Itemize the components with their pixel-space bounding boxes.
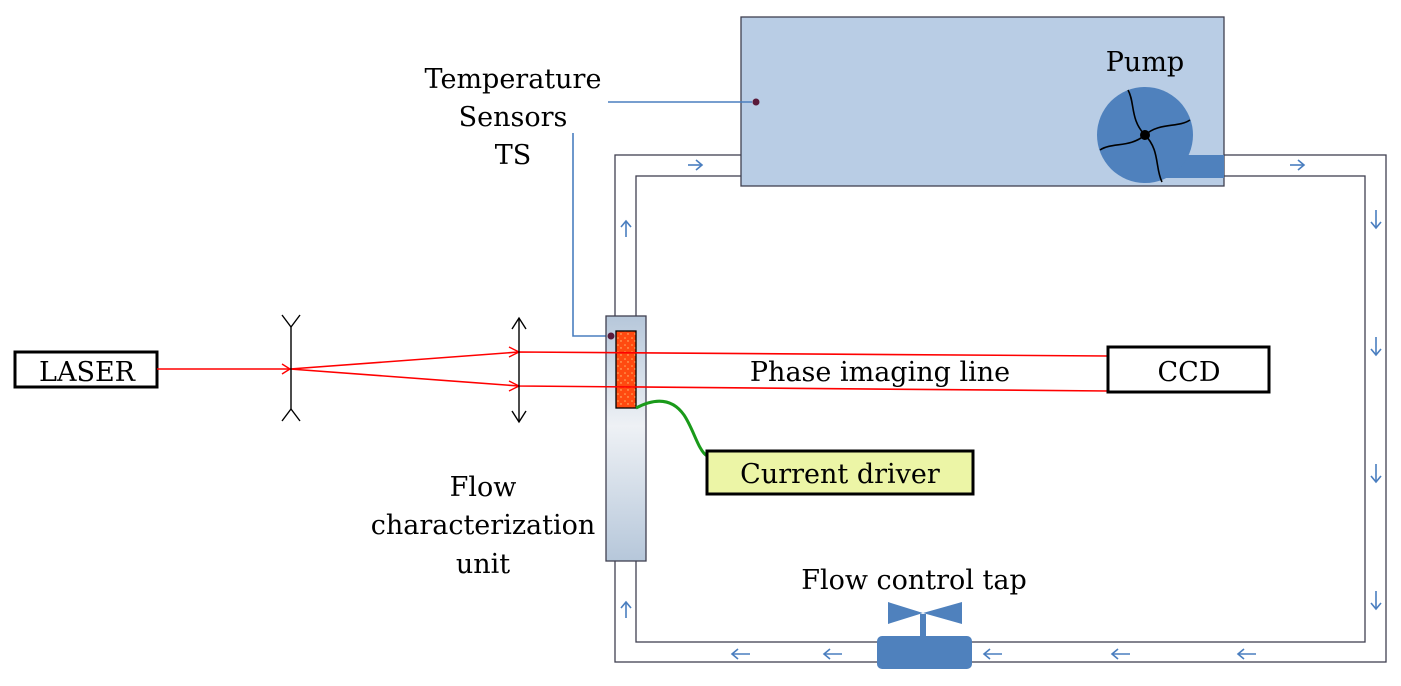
converging-lens-icon: [511, 316, 527, 424]
pump-label: Pump: [1106, 47, 1184, 78]
temperature-sensors-label-line2: Sensors: [459, 102, 568, 133]
current-driver-label: Current driver: [740, 459, 940, 490]
driver-wire: [635, 399, 708, 458]
heater-element: [615, 330, 637, 409]
pump-icon: [1097, 87, 1224, 183]
temperature-sensors-label-line1: Temperature: [425, 64, 602, 95]
phase-imaging-line-label: Phase imaging line: [750, 357, 1010, 388]
flow-arrow-right: [688, 159, 704, 171]
flow-unit-label-line2: characterization: [371, 510, 596, 541]
flow-arrow-down: [1370, 337, 1382, 357]
ccd-label: CCD: [1158, 357, 1221, 388]
beam-arrowheads: [281, 346, 521, 392]
flow-arrow-left: [982, 648, 1002, 660]
flow-control-tap-icon: [877, 602, 972, 669]
unit-temperature-sensor: [607, 332, 615, 340]
flow-arrow-down: [1370, 464, 1382, 484]
flow-unit-label-line1: Flow: [450, 472, 517, 503]
flow-arrow-down: [1370, 591, 1382, 611]
current-driver-box: [705, 449, 975, 496]
flow-arrow-left: [1236, 648, 1256, 660]
flow-arrow-up: [620, 219, 632, 237]
sensor-leader-unit: [572, 133, 608, 337]
laser-label: LASER: [39, 357, 136, 388]
diverging-lens-icon: [281, 314, 301, 422]
temperature-sensors-label-line3: TS: [495, 140, 532, 171]
flow-arrow-left: [730, 648, 750, 660]
ccd-box: [1106, 345, 1271, 394]
flow-arrow-down: [1370, 210, 1382, 230]
flow-unit-label-line3: unit: [456, 549, 510, 580]
flow-direction-arrows: [620, 159, 1382, 660]
flow-arrow-right: [1290, 159, 1306, 171]
tank-temperature-sensor: [752, 98, 760, 106]
flow-arrow-up: [620, 600, 632, 618]
flow-arrow-left: [822, 648, 842, 660]
flow-control-tap-label: Flow control tap: [801, 565, 1027, 596]
flow-arrow-left: [1110, 648, 1130, 660]
